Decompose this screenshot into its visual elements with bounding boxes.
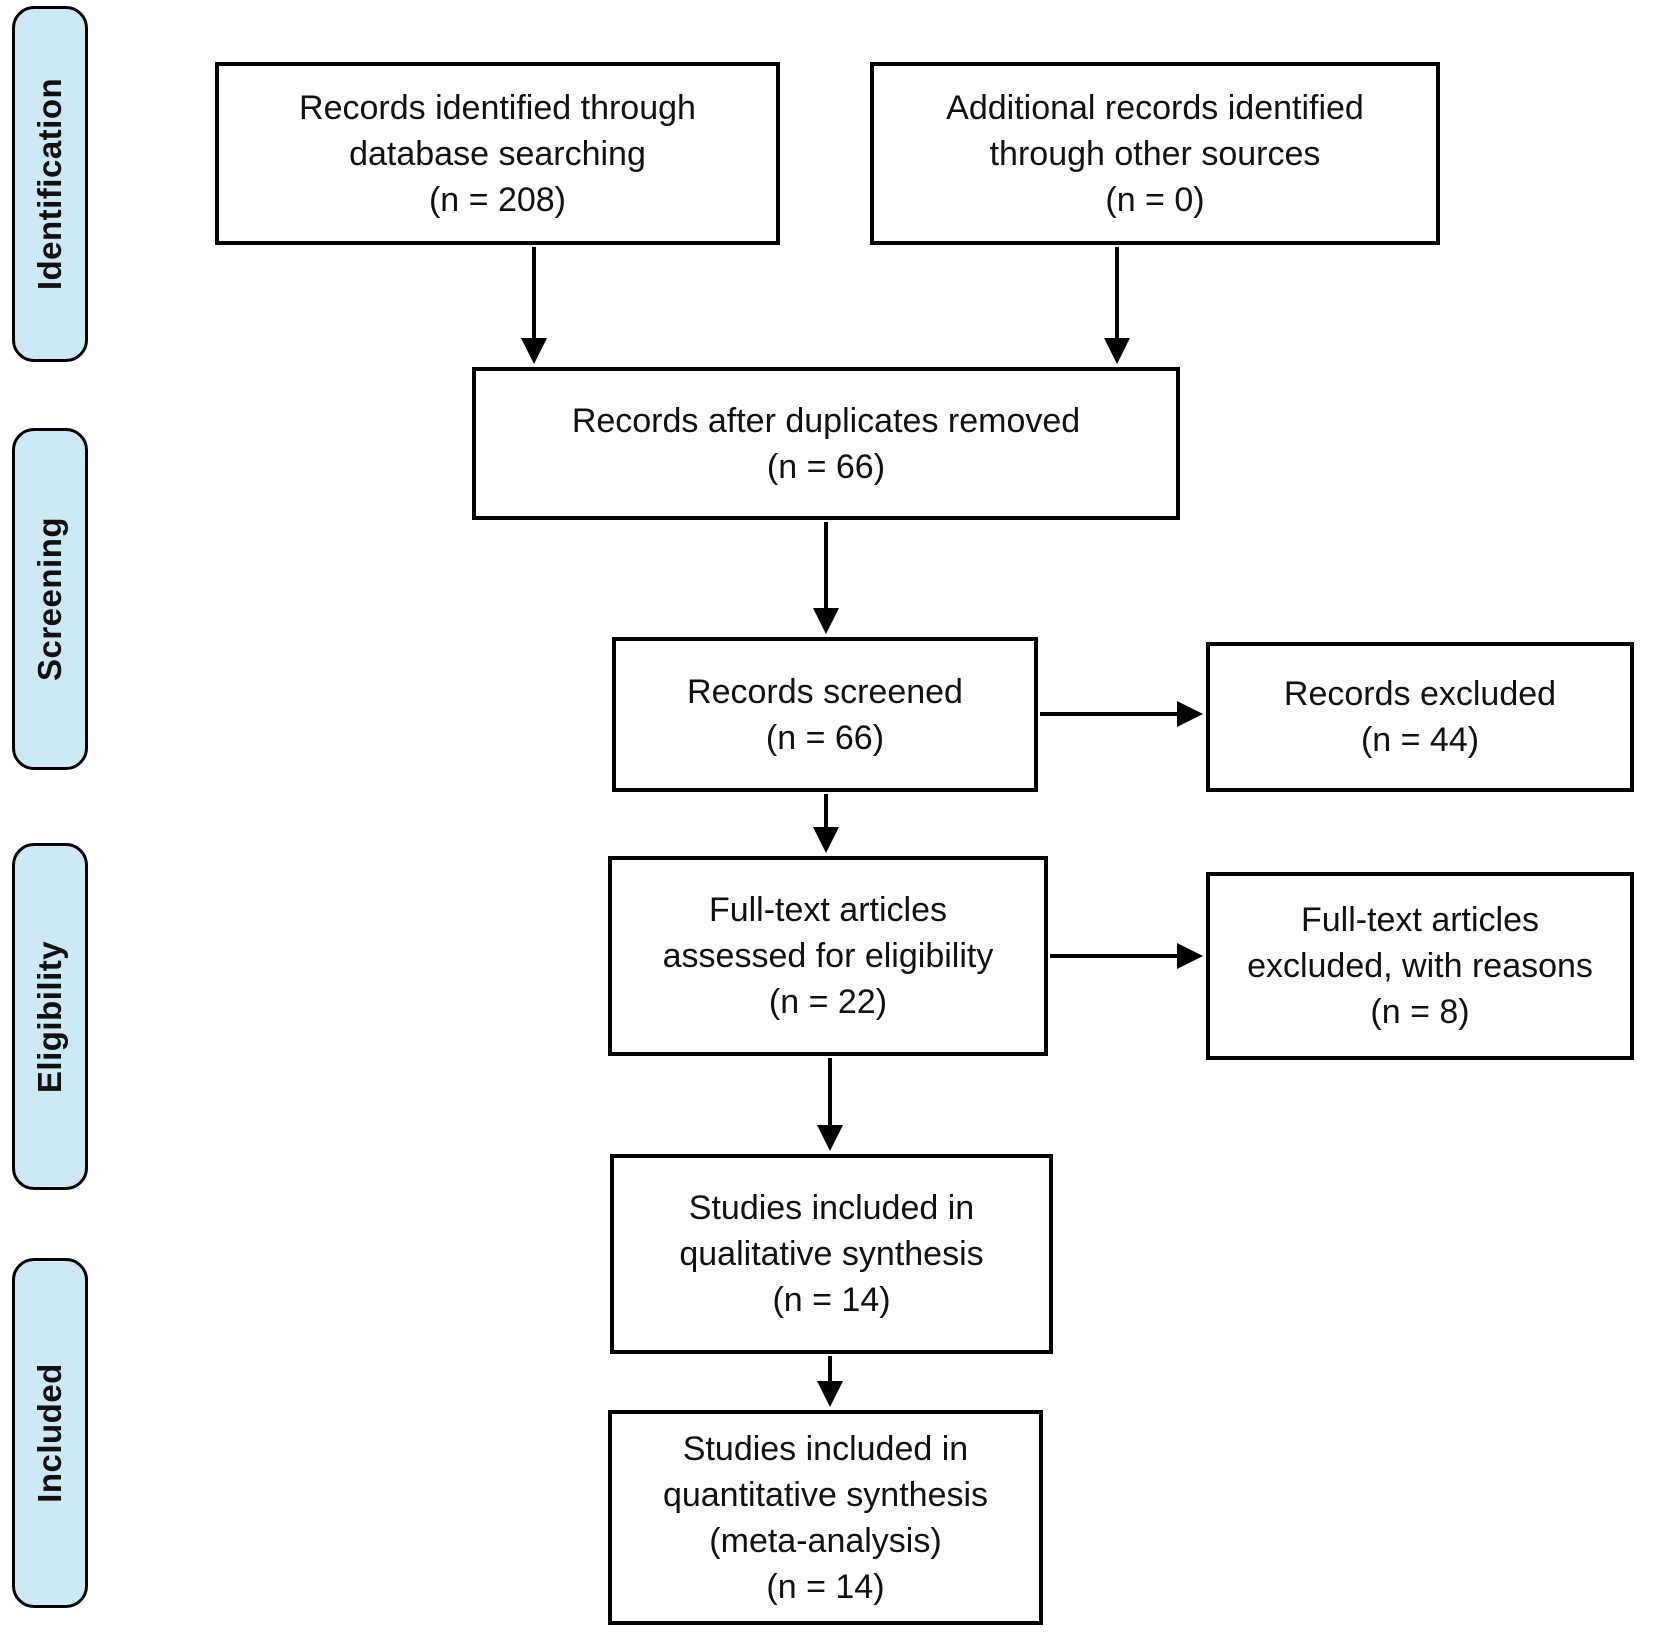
box-fulltext-assessed-eligibility: Full-text articles assessed for eligibil… — [608, 856, 1048, 1056]
stage-eligibility: Eligibility — [12, 843, 88, 1190]
stage-identification-label: Identification — [31, 77, 68, 291]
stage-screening-label: Screening — [31, 516, 68, 682]
box-additional-records-other-sources: Additional records identified through ot… — [870, 62, 1440, 245]
stage-included: Included — [12, 1258, 88, 1608]
box-records-after-duplicates-removed: Records after duplicates removed (n = 66… — [472, 367, 1180, 520]
box-fulltext-excluded-reasons: Full-text articles excluded, with reason… — [1206, 872, 1634, 1060]
stage-eligibility-label: Eligibility — [31, 940, 68, 1093]
stage-identification: Identification — [12, 6, 88, 362]
box-quantitative-synthesis-meta-analysis: Studies included in quantitative synthes… — [608, 1410, 1043, 1625]
stage-screening: Screening — [12, 428, 88, 770]
box-records-excluded: Records excluded (n = 44) — [1206, 642, 1634, 792]
box-records-identified-database: Records identified through database sear… — [215, 62, 780, 245]
box-qualitative-synthesis: Studies included in qualitative synthesi… — [610, 1154, 1053, 1354]
stage-included-label: Included — [31, 1363, 68, 1503]
box-records-screened: Records screened (n = 66) — [612, 637, 1038, 792]
